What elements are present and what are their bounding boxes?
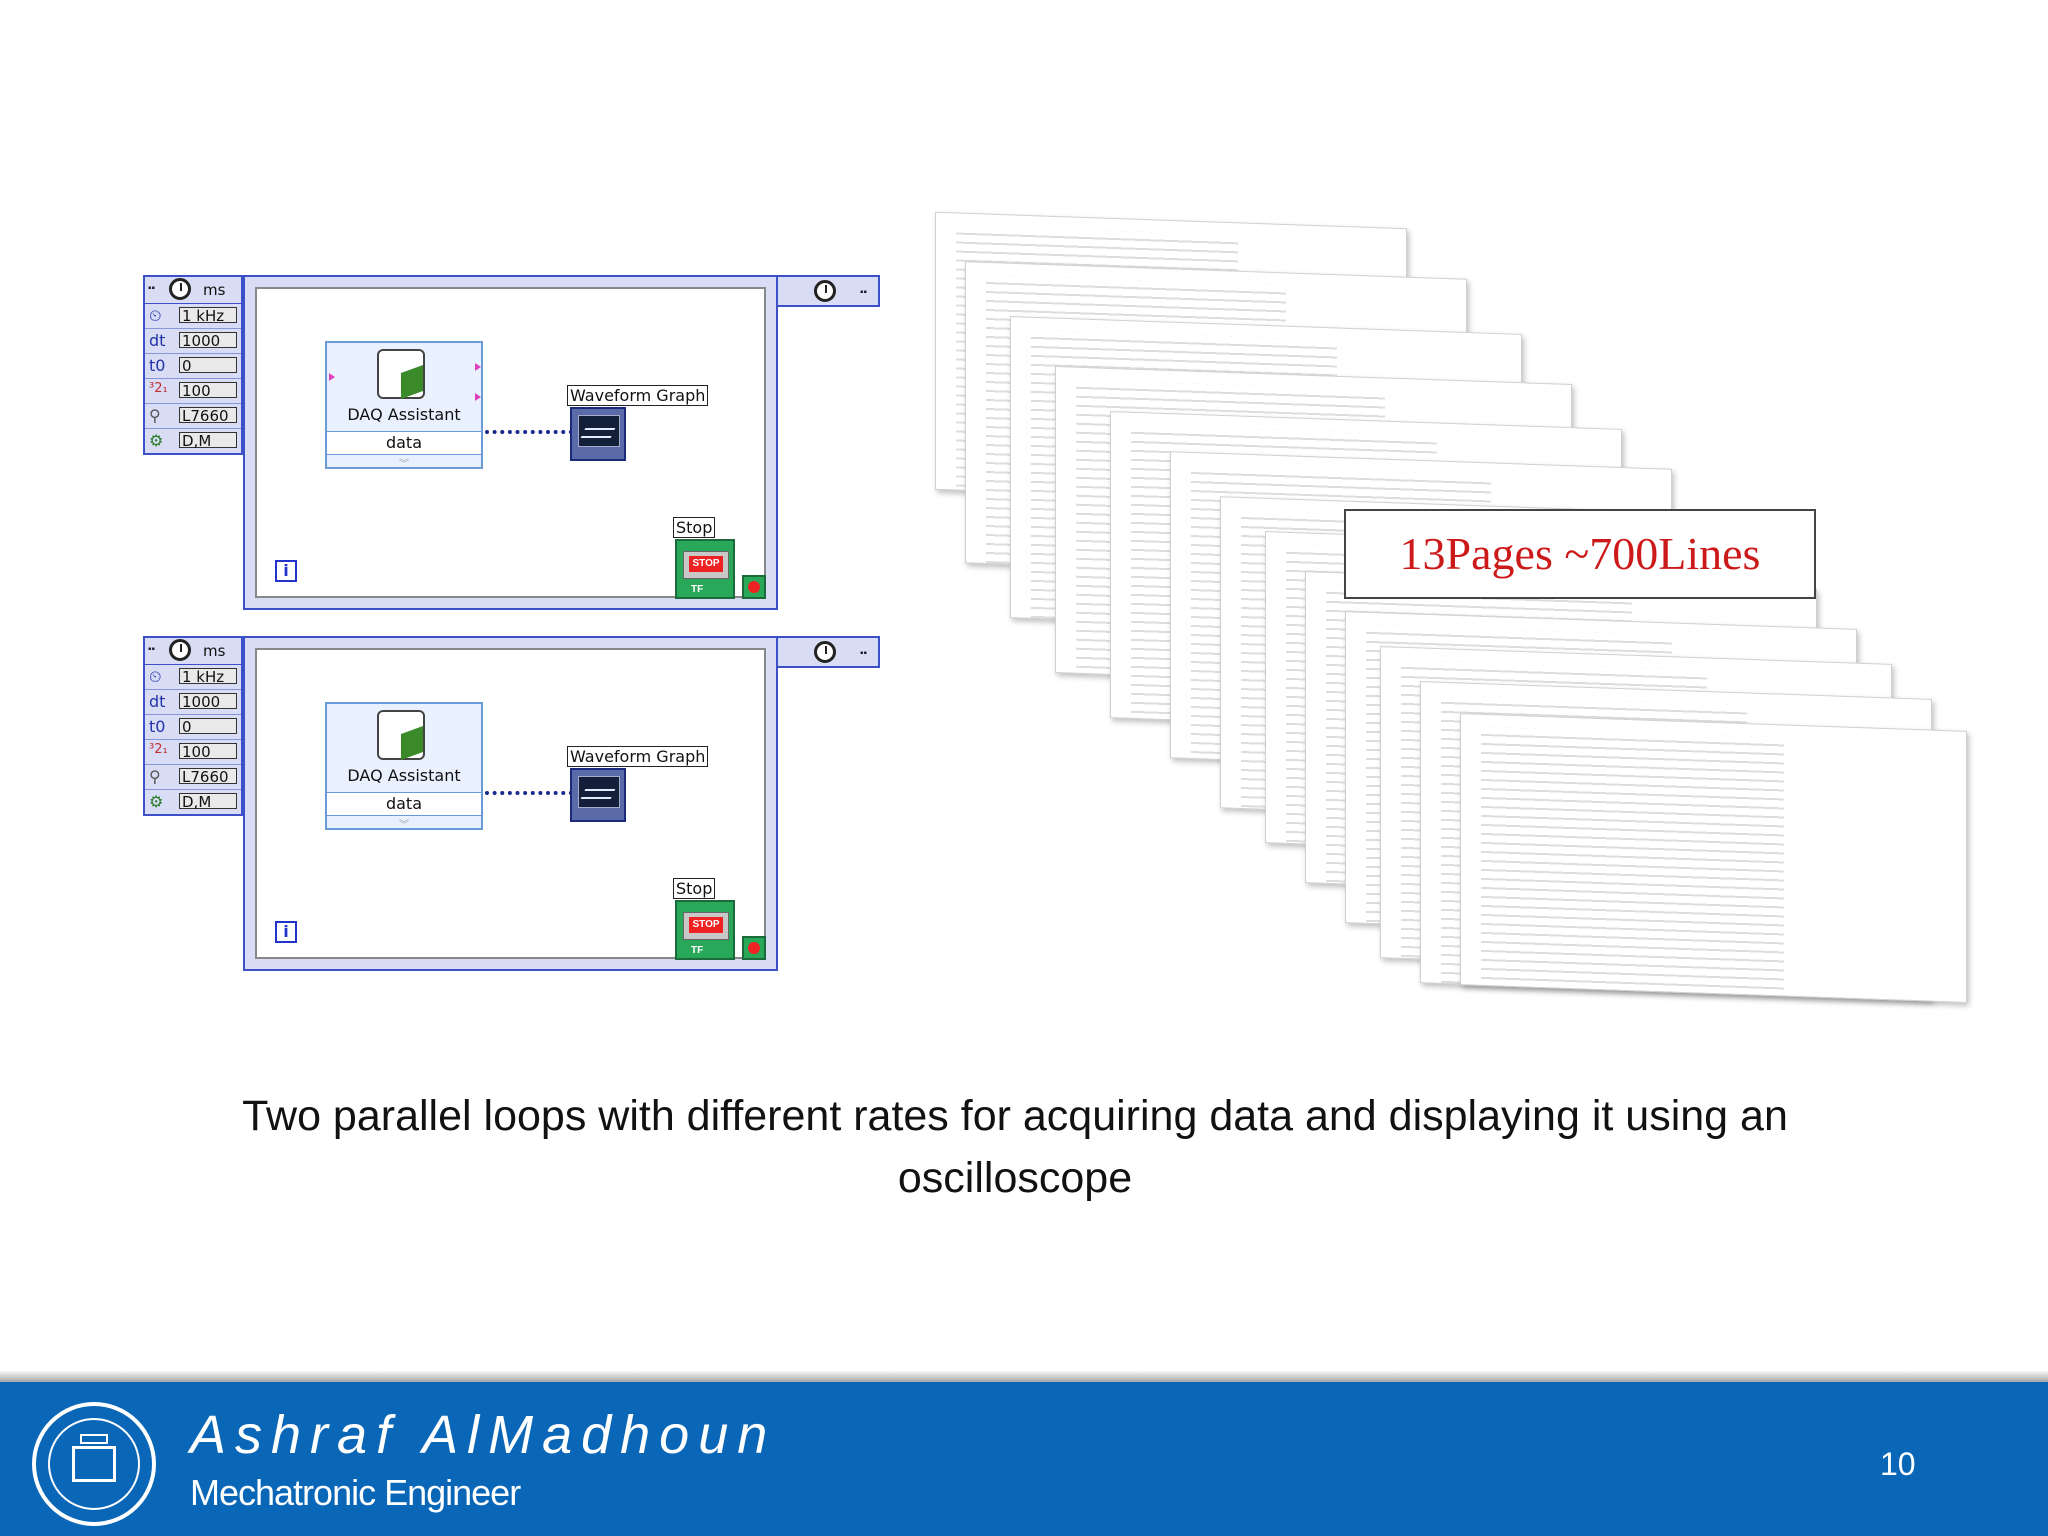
mode-icon: ⚙ [149,431,164,450]
timed-loop-1: ▪▪ ms ⏲ 1 kHz dt 1000 t0 0 ³2₁ 100 ⚲ L7660 ⚙ D… [143,275,880,610]
chevron-down-icon[interactable]: ︾ [399,820,409,831]
dt-label: dt [149,692,166,711]
pages-lines-callout: 13Pages ~700Lines [1344,509,1816,599]
t0-label: t0 [149,356,166,375]
boolean-type: TF [691,584,704,595]
stop-button-text: STOP [689,917,723,933]
processor-value[interactable]: L7660 [179,768,237,785]
processor-icon: ⚲ [149,767,161,786]
timing-source-value[interactable]: 1 kHz [179,668,237,685]
stop-button-terminal[interactable]: STOP TF [675,539,735,599]
daq-data-terminal[interactable]: data [327,431,481,455]
graph-icon [578,415,620,447]
t0-label: t0 [149,717,166,736]
timed-loop-output-node: ▪▪ [776,636,880,668]
daq-assistant-title: DAQ Assistant [347,405,461,424]
priority-icon: ³2₁ [149,381,168,396]
stop-label: Stop [673,878,716,899]
daq-device-icon [377,349,425,399]
dt-label: dt [149,331,166,350]
loop-diagram-area: DAQ Assistant data ︾ Waveform Graph Stop… [255,287,766,599]
clock-icon [814,280,836,302]
loop-frame: DAQ Assistant data ︾ Waveform Graph Stop… [243,636,778,971]
graph-icon [578,776,620,808]
stop-label: Stop [673,517,716,538]
daq-output-pin [475,393,481,401]
processor-icon: ⚲ [149,406,161,425]
clock-icon [169,278,191,300]
timed-loop-output-node: ▪▪ [776,275,880,307]
mode-value[interactable]: D,M [179,793,237,810]
node-expand-icon: ▪▪ [148,283,156,294]
timed-loop-2: ▪▪ ms ⏲ 1 kHz dt 1000 t0 0 ³2₁ 100 ⚲ L7660 ⚙ D… [143,636,880,971]
processor-value[interactable]: L7660 [179,407,237,424]
boolean-type: TF [691,945,704,956]
waveform-graph-terminal[interactable] [570,768,626,822]
data-wire [485,791,573,795]
clock-icon [169,639,191,661]
footer-shadow [0,1370,2048,1382]
priority-value[interactable]: 100 [179,382,237,399]
daq-data-terminal[interactable]: data [327,792,481,816]
loop-diagram-area: DAQ Assistant data ︾ Waveform Graph Stop… [255,648,766,960]
data-wire [485,430,573,434]
daq-output-pin [475,363,481,371]
daq-input-pin [329,373,335,381]
stop-button-text: STOP [689,556,723,572]
loop-frame: DAQ Assistant data ︾ Waveform Graph Stop… [243,275,778,610]
timed-loop-input-node: ▪▪ ms ⏲ 1 kHz dt 1000 t0 0 ³2₁ 100 ⚲ L7660 ⚙ D… [143,636,243,816]
timing-unit: ms [203,642,226,660]
waveform-graph-label: Waveform Graph [567,385,709,406]
author-role: Mechatronic Engineer [190,1472,521,1513]
dt-value[interactable]: 1000 [179,332,237,349]
code-page [1460,713,1967,1003]
university-seal-icon [32,1402,156,1526]
t0-value[interactable]: 0 [179,357,237,374]
iteration-terminal: i [275,560,297,582]
dt-value[interactable]: 1000 [179,693,237,710]
source-icon: ⏲ [149,667,162,686]
node-expand-icon: ▪▪ [860,287,868,298]
waveform-graph-label: Waveform Graph [567,746,709,767]
loop-condition-icon[interactable] [742,936,766,960]
author-name: Ashraf AlMadhoun [190,1405,777,1465]
clock-icon [814,641,836,663]
node-expand-icon: ▪▪ [148,644,156,655]
node-expand-icon: ▪▪ [860,648,868,659]
mode-value[interactable]: D,M [179,432,237,449]
mode-icon: ⚙ [149,792,164,811]
page-number: 10 [1880,1446,1916,1482]
chevron-down-icon[interactable]: ︾ [399,459,409,470]
waveform-graph-terminal[interactable] [570,407,626,461]
timing-unit: ms [203,281,226,299]
footer-bar: Ashraf AlMadhoun Mechatronic Engineer 10 [0,1382,2048,1536]
slide-caption: Two parallel loops with different rates … [242,1092,1788,1202]
daq-assistant-node[interactable]: DAQ Assistant data ︾ [325,341,483,470]
priority-icon: ³2₁ [149,742,168,757]
daq-assistant-title: DAQ Assistant [347,766,461,785]
timed-loop-input-node: ▪▪ ms ⏲ 1 kHz dt 1000 t0 0 ³2₁ 100 ⚲ L7660 ⚙ D… [143,275,243,455]
t0-value[interactable]: 0 [179,718,237,735]
source-icon: ⏲ [149,306,162,325]
priority-value[interactable]: 100 [179,743,237,760]
daq-assistant-node[interactable]: DAQ Assistant data ︾ [325,702,483,831]
daq-device-icon [377,710,425,760]
stop-button-terminal[interactable]: STOP TF [675,900,735,960]
iteration-terminal: i [275,921,297,943]
loop-condition-icon[interactable] [742,575,766,599]
timing-source-value[interactable]: 1 kHz [179,307,237,324]
